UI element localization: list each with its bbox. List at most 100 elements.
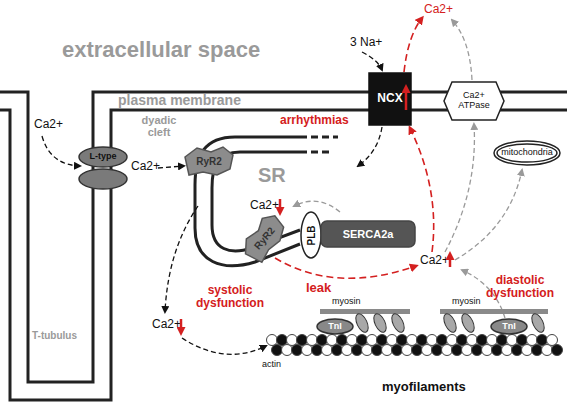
node-text: TnI xyxy=(502,322,516,332)
actin-monomer xyxy=(422,345,433,356)
actin-monomer xyxy=(382,345,393,356)
node-text: RyR2 xyxy=(196,156,222,167)
sr-membrane xyxy=(195,137,300,266)
actin-monomer xyxy=(547,335,558,346)
node-outline xyxy=(369,73,411,125)
filament-label: myosin xyxy=(332,297,361,307)
actin-monomer xyxy=(427,335,438,346)
membrane-line xyxy=(0,110,567,400)
actin-monomer xyxy=(437,335,448,346)
actin-monomer xyxy=(407,335,418,346)
myosin-head xyxy=(459,312,477,334)
flux-arrow xyxy=(165,206,198,312)
organelle-oval: mitochondria xyxy=(493,140,561,166)
actin-monomer xyxy=(302,345,313,356)
node-outline xyxy=(494,141,560,165)
receptor-symbol: RyR2 xyxy=(183,145,235,177)
node-outline xyxy=(79,169,127,189)
node-outline xyxy=(497,144,557,162)
actin-monomer xyxy=(467,335,478,346)
node-text: Ca2+ ATPase xyxy=(456,91,492,111)
actin-monomer xyxy=(532,345,543,356)
leak-arrow xyxy=(275,258,416,278)
actin-monomer xyxy=(397,335,408,346)
node-text: NCX xyxy=(377,92,402,105)
actin-monomer xyxy=(352,345,363,356)
actin-monomer xyxy=(482,345,493,356)
pump-box: SERCA2a xyxy=(320,220,416,248)
actin-monomer xyxy=(432,345,443,356)
myosin-head xyxy=(371,312,389,334)
ion-label: Ca2+ xyxy=(420,254,449,267)
sr-membrane xyxy=(300,136,338,139)
actin-monomer xyxy=(307,335,318,346)
ion-label: Ca2+ xyxy=(250,199,279,212)
actin-monomer xyxy=(522,345,533,356)
actin-monomer xyxy=(492,345,503,356)
node-text: mitochondria xyxy=(501,148,553,158)
filament-label: myosin xyxy=(452,297,481,307)
actin-monomer xyxy=(502,345,513,356)
actin-monomer xyxy=(497,335,508,346)
actin-monomer xyxy=(462,345,473,356)
actin-monomer xyxy=(277,335,288,346)
actin-monomer xyxy=(512,345,523,356)
flux-arrow xyxy=(182,338,266,354)
node-outline xyxy=(185,147,233,175)
ion-label: Ca2+ xyxy=(131,160,160,173)
sr-membrane xyxy=(300,151,333,154)
actin-monomer xyxy=(537,335,548,346)
region-label: dyadic cleft xyxy=(138,114,180,138)
node-text: PLB xyxy=(306,225,317,245)
actin-monomer xyxy=(317,335,328,346)
receptor-symbol: RyR2 xyxy=(235,208,293,268)
node-text: SERCA2a xyxy=(343,228,394,240)
actin-monomer xyxy=(517,335,528,346)
node-outline xyxy=(321,221,415,247)
actin-monomer xyxy=(332,345,343,356)
actin-monomer xyxy=(387,335,398,346)
effect-label: diastolic dysfunction xyxy=(480,274,560,300)
effect-label: leak xyxy=(306,281,331,295)
actin-monomer xyxy=(402,345,413,356)
region-label: extracellular space xyxy=(62,38,260,62)
actin-monomer xyxy=(392,345,403,356)
node-text: TnI xyxy=(328,322,342,332)
region-label: T-tubulus xyxy=(32,330,77,341)
actin-monomer xyxy=(327,335,338,346)
actin-monomer xyxy=(507,335,518,346)
troponin-oval: TnI xyxy=(316,318,354,335)
myosin-head xyxy=(529,312,547,334)
actin-monomer xyxy=(377,335,388,346)
effect-label: systolic dysfunction xyxy=(190,284,270,310)
exchanger-box: NCX xyxy=(368,72,412,126)
actin-monomer xyxy=(342,345,353,356)
filament-label: actin xyxy=(262,360,281,370)
actin-monomer xyxy=(472,345,483,356)
actin-monomer xyxy=(542,345,553,356)
node-outline xyxy=(317,319,353,334)
actin-monomer xyxy=(452,345,463,356)
flux-arrow xyxy=(358,127,382,166)
myosin-head xyxy=(389,312,407,334)
actin-monomer xyxy=(272,345,283,356)
actin-monomer xyxy=(552,345,563,356)
change-arrow xyxy=(279,199,282,212)
node-outline xyxy=(301,212,321,258)
actin-monomer xyxy=(362,345,373,356)
regulator-oval: PLB xyxy=(300,211,322,259)
ion-label: Ca2+ xyxy=(34,118,63,131)
actin-monomer xyxy=(337,335,348,346)
change-arrow xyxy=(449,255,452,267)
actin-monomer xyxy=(287,335,298,346)
node-outline xyxy=(79,147,127,167)
flux-arrow xyxy=(404,18,422,72)
ion-label: 3 Na+ xyxy=(350,36,382,49)
flux-arrow xyxy=(452,20,472,80)
actin-monomer xyxy=(417,335,428,346)
flux-arrow xyxy=(42,136,80,166)
actin-monomer xyxy=(367,335,378,346)
node-outline xyxy=(238,211,290,266)
channel-symbol: L-type xyxy=(78,146,128,190)
